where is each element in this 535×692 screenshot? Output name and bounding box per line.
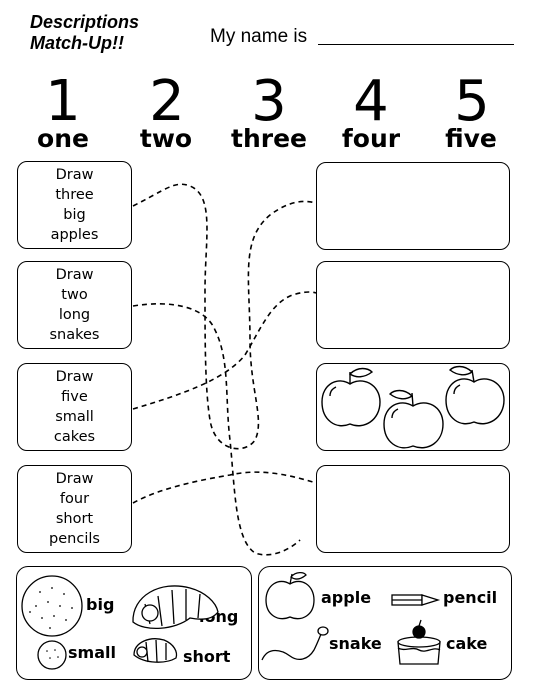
key-label-apple: apple <box>321 588 372 607</box>
key-label-big: big <box>86 595 115 614</box>
instruction-line: two <box>61 287 88 303</box>
worksheet-title: Descriptions Match-Up!! <box>30 12 139 54</box>
apple-icon <box>445 365 505 425</box>
size-key-box <box>16 566 252 680</box>
connector-line <box>132 291 317 410</box>
instruction-line: cakes <box>53 429 96 445</box>
title-line-1: Descriptions <box>30 12 140 32</box>
key-label-pencil: pencil <box>443 588 498 607</box>
instruction-line: Draw <box>55 369 94 385</box>
instruction-box-snakes: Draw two long snakes <box>17 261 132 349</box>
instruction-line: small <box>55 409 94 425</box>
number-2: 2 <box>149 69 185 134</box>
connector-line <box>132 183 317 450</box>
instruction-line: apples <box>50 227 99 243</box>
connector-line <box>132 471 317 504</box>
key-label-short: short <box>183 647 231 666</box>
small-orange-icon <box>37 640 67 670</box>
drawing-box-4[interactable] <box>316 465 510 553</box>
name-input-line[interactable] <box>318 44 514 45</box>
number-5: 5 <box>454 69 490 134</box>
instruction-line: pencils <box>49 531 100 547</box>
instruction-line: big <box>63 207 86 223</box>
big-orange-icon <box>21 575 83 637</box>
number-3: 3 <box>251 69 287 134</box>
number-1: 1 <box>45 69 81 134</box>
cake-key-icon <box>397 619 441 665</box>
snake-key-icon <box>261 626 329 661</box>
dashed-connector-lines <box>132 183 317 556</box>
apple-icon <box>383 389 444 449</box>
instruction-line: Draw <box>55 471 94 487</box>
instruction-line: short <box>55 511 94 527</box>
number-word-5: five <box>445 124 497 153</box>
key-label-snake: snake <box>329 634 382 653</box>
instruction-box-cakes: Draw five small cakes <box>17 363 132 451</box>
instruction-line: Draw <box>55 267 94 283</box>
number-word-4: four <box>341 124 401 153</box>
number-word-1: one <box>37 124 89 153</box>
number-4: 4 <box>353 69 389 134</box>
pencil-key-icon <box>391 594 441 606</box>
long-caterpillar-icon <box>132 585 219 630</box>
instruction-line: long <box>58 307 91 323</box>
drawing-box-2[interactable] <box>316 261 510 349</box>
number-word-2: two <box>139 124 193 153</box>
instruction-box-pencils: Draw four short pencils <box>17 465 132 553</box>
instruction-line: five <box>61 389 88 405</box>
name-label: My name is <box>210 26 308 47</box>
drawing-box-3[interactable] <box>316 363 510 451</box>
number-word-3: three <box>231 124 307 153</box>
connector-line <box>132 303 301 556</box>
instruction-line: three <box>55 187 94 203</box>
instruction-line: Draw <box>55 167 94 183</box>
apple-icon <box>321 367 381 427</box>
title-line-2: Match-Up!! <box>30 33 124 53</box>
apple-key-icon <box>265 571 315 620</box>
object-key-box <box>258 566 512 680</box>
short-caterpillar-icon <box>133 638 178 663</box>
apple-drawings <box>321 365 505 449</box>
instruction-line: four <box>59 491 90 507</box>
drawing-box-1[interactable] <box>316 162 510 250</box>
instruction-box-apples: Draw three big apples <box>17 161 132 249</box>
instruction-line: snakes <box>49 327 100 343</box>
key-label-cake: cake <box>446 634 488 653</box>
key-label-small: small <box>68 643 116 662</box>
